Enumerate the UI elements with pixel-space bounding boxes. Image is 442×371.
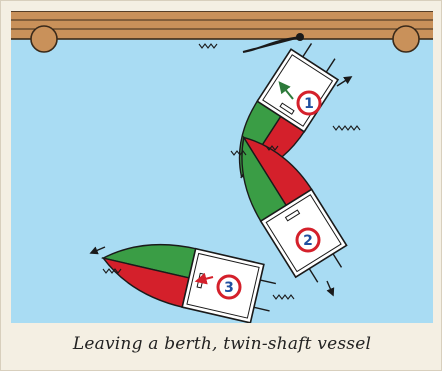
shaft [325, 58, 336, 73]
wheelhouse-window [284, 209, 301, 222]
shaft [253, 306, 270, 312]
thrust-arrow-icon [326, 280, 335, 297]
deck-inner [186, 252, 260, 319]
shaft [308, 268, 319, 283]
deck-inner [265, 194, 342, 273]
shaft [260, 279, 277, 285]
turn-arrow-icon [278, 81, 294, 100]
prop-wash-icon [272, 294, 295, 300]
vessel-number: 1 [304, 96, 314, 112]
bollard [296, 33, 304, 41]
bow-red [242, 136, 314, 208]
mooring-line [242, 36, 301, 53]
vessel-number-badge [216, 274, 242, 300]
prop-wash-icon [230, 150, 247, 156]
jetty [11, 11, 433, 53]
shaft [332, 253, 343, 268]
fender-left [30, 25, 58, 53]
vessel-number: 3 [224, 280, 234, 296]
wheelhouse-window [279, 102, 295, 115]
thrust-arrow-icon [336, 76, 353, 87]
prop-wash-icon [102, 268, 122, 274]
shaft [302, 43, 313, 58]
turn-arrow-icon [194, 272, 214, 285]
jetty-beam [11, 11, 433, 40]
bow-red [101, 256, 192, 309]
vessel-number-badge [295, 227, 321, 253]
berthing-diagram: 1 2 3 [11, 11, 433, 323]
vessel-number-badge [296, 90, 322, 116]
thrust-arrow-icon [89, 246, 106, 255]
prop-wash-icon [265, 145, 279, 151]
prop-wash-icon [198, 43, 218, 49]
diagram-caption: Leaving a berth, twin-shaft vessel [72, 334, 372, 354]
prop-wash-icon [332, 125, 361, 131]
fender-right [392, 25, 420, 53]
vessel-number: 2 [303, 233, 313, 249]
